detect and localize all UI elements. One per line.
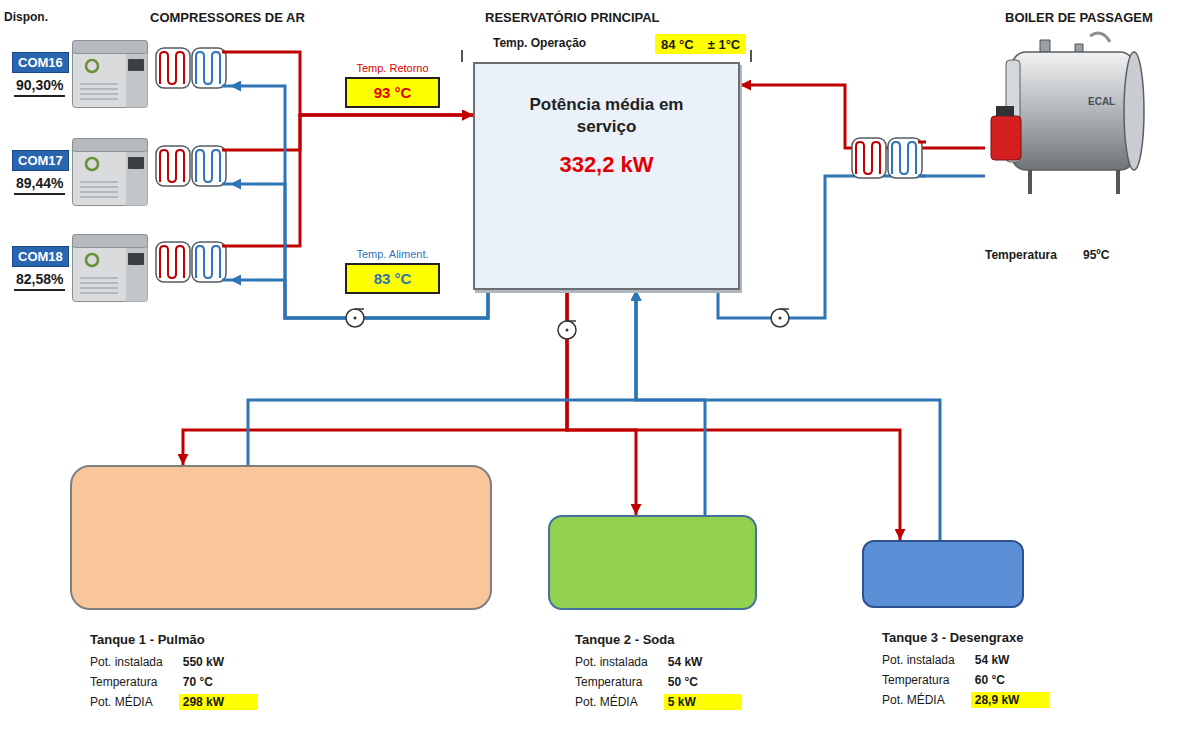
- tank-field: Temperatura: [882, 673, 955, 687]
- boiler-unit: BOILER DE PASSAGEM Temperatura 95ºC: [985, 8, 1185, 272]
- temperature-box: Temp. Aliment. 83 °C: [345, 246, 440, 294]
- temperature-value: 83 °C: [374, 270, 412, 287]
- tank-field: Pot. instalada: [90, 655, 163, 669]
- cold-water-pipe: [718, 176, 985, 318]
- tank-value: 50 °C: [664, 674, 742, 690]
- tank-field: Pot. instalada: [882, 653, 955, 667]
- cold-water-pipe: [230, 184, 488, 318]
- section-heading: COMPRESSORES DE AR: [150, 10, 305, 25]
- tank-field: Pot. MÉDIA: [90, 695, 163, 709]
- pump-symbol: [558, 321, 576, 339]
- availability-value: 82,58%: [14, 270, 65, 291]
- compressor-image: [73, 41, 148, 108]
- tank-value: 70 °C: [179, 674, 257, 690]
- compressor-unit: COM18 82,58%: [10, 232, 230, 304]
- hot-water-pipe: [230, 52, 473, 115]
- tank-data: Tanque 2 - SodaPot. instalada 54 kW Temper…: [575, 632, 742, 710]
- cold-water-pipe: [230, 86, 488, 318]
- brand-mark: ECAL: [1088, 96, 1115, 107]
- temperature-box: Temp. Retorno 93 °C: [345, 60, 440, 108]
- tank-field: Temperatura: [90, 675, 163, 689]
- boiler-image: [991, 33, 1144, 194]
- reservoir-heading: Potência média em serviço: [502, 94, 712, 138]
- column-heading: Dispon.: [4, 10, 48, 24]
- tank-value: 550 kW: [179, 654, 257, 670]
- cold-water-pipe: [636, 290, 940, 540]
- compressor-tag: COM18: [12, 246, 69, 267]
- setpoint-label: Temp. Operação: [493, 36, 586, 50]
- temperature-value: 93 °C: [374, 84, 412, 101]
- tank-heading: Tanque 1 - Pulmão: [90, 632, 257, 647]
- tank-data: Tanque 3 - DesengraxePot. instalada 54 kW…: [882, 630, 1049, 708]
- tank-value: 54 kW: [664, 654, 742, 670]
- compressor-tag: COM17: [12, 150, 69, 171]
- pump-symbol: [346, 309, 364, 327]
- heat-exchanger: [156, 146, 230, 186]
- heat-exchanger: [156, 48, 230, 88]
- compressor-image: [73, 139, 148, 206]
- tank-value: 54 kW: [971, 652, 1049, 668]
- boiler-temperature-label: Temperatura: [985, 248, 1057, 262]
- tank-heading: Tanque 3 - Desengraxe: [882, 630, 1049, 645]
- availability-value: 89,44%: [14, 174, 65, 195]
- tank-value: 298 kW: [179, 694, 257, 710]
- tank-field: Pot. MÉDIA: [575, 695, 648, 709]
- pump-symbol: [771, 309, 789, 327]
- compressor-unit: COM17 89,44%: [10, 136, 230, 208]
- tank-box: Tanque 3 - DesengraxePot. instalada54 kW…: [862, 540, 1024, 608]
- temperature-caption: Temp. Aliment.: [345, 246, 440, 262]
- tank-value: 28,9 kW: [971, 692, 1049, 708]
- tank-heading: Tanque 2 - Soda: [575, 632, 742, 647]
- hot-water-pipe: [230, 115, 473, 150]
- boiler-temperature-value: 95ºC: [1083, 248, 1109, 262]
- reservoir-box: Potência média em serviço 332,2 kW: [473, 62, 740, 290]
- hot-water-pipe: [567, 290, 636, 515]
- compressor-unit: COM16 90,30%: [10, 38, 230, 110]
- temperature-caption: Temp. Retorno: [345, 60, 440, 76]
- section-heading: RESERVATÓRIO PRINCIPAL: [485, 10, 660, 25]
- compressor-image: [73, 235, 148, 302]
- tank-box: Tanque 2 - SodaPot. instalada54 kWTemper…: [548, 515, 757, 610]
- tank-field: Temperatura: [575, 675, 648, 689]
- temperature-field: 83 °C: [345, 263, 440, 294]
- heat-exchanger: [156, 242, 230, 282]
- tank-box: Tanque 1 - PulmãoPot. instalada550 kWTem…: [70, 465, 492, 610]
- cold-water-pipe: [636, 290, 705, 515]
- tank-field: Pot. MÉDIA: [882, 693, 955, 707]
- tank-value: 5 kW: [664, 694, 742, 710]
- cold-water-pipe: [248, 290, 636, 465]
- setpoint-value: 84 °C: [661, 37, 694, 52]
- heat-exchanger: [852, 138, 926, 178]
- tank-data: Tanque 1 - PulmãoPot. instalada 550 kW Tem…: [90, 632, 257, 710]
- hot-water-pipe: [183, 290, 567, 465]
- reservoir-power: 332,2 kW: [475, 152, 738, 178]
- tank-field: Pot. instalada: [575, 655, 648, 669]
- tank-value: 60 °C: [971, 672, 1049, 688]
- setpoint-field: 84 °C ± 1°C: [655, 34, 746, 54]
- hot-water-pipe: [230, 115, 473, 246]
- section-heading: BOILER DE PASSAGEM: [1005, 10, 1153, 25]
- temperature-field: 93 °C: [345, 77, 440, 108]
- compressor-tag: COM16: [12, 52, 69, 73]
- setpoint-tolerance: ± 1°C: [708, 37, 741, 52]
- hot-water-pipe: [567, 290, 900, 540]
- availability-value: 90,30%: [14, 76, 65, 97]
